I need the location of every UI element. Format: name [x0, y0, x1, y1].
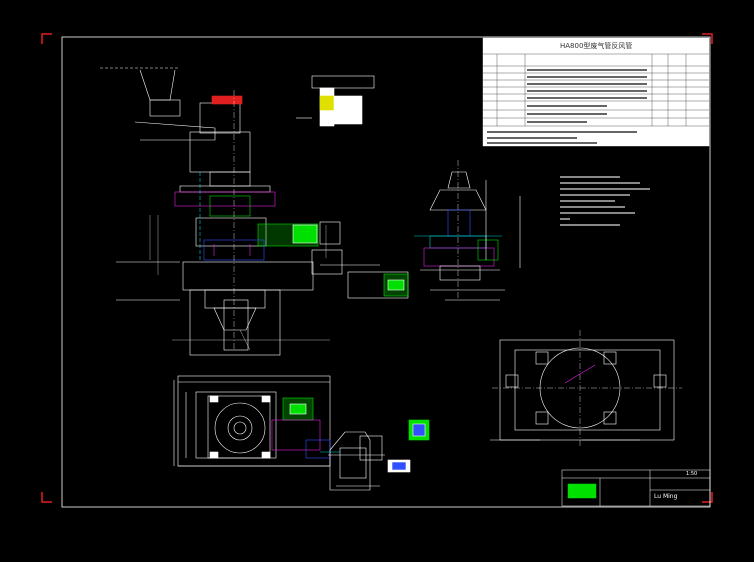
chute-elevation [100, 67, 409, 356]
signature-text: Lu Ming [654, 493, 678, 500]
drawing-frame [61, 36, 711, 508]
base-plate-plan [490, 330, 682, 448]
title-block [561, 469, 711, 507]
scale-label: 1:50 [686, 471, 698, 477]
corner-marks [41, 33, 713, 503]
side-elevation [414, 160, 521, 301]
elevation-dimensions [149, 215, 330, 351]
technical-notes [560, 176, 650, 226]
parts-table-title: HA800型废气管反风管 [560, 42, 633, 50]
parts-table [482, 37, 710, 147]
equipment-plan [173, 375, 340, 467]
bottom-details [328, 419, 430, 491]
detail-section [296, 75, 375, 127]
